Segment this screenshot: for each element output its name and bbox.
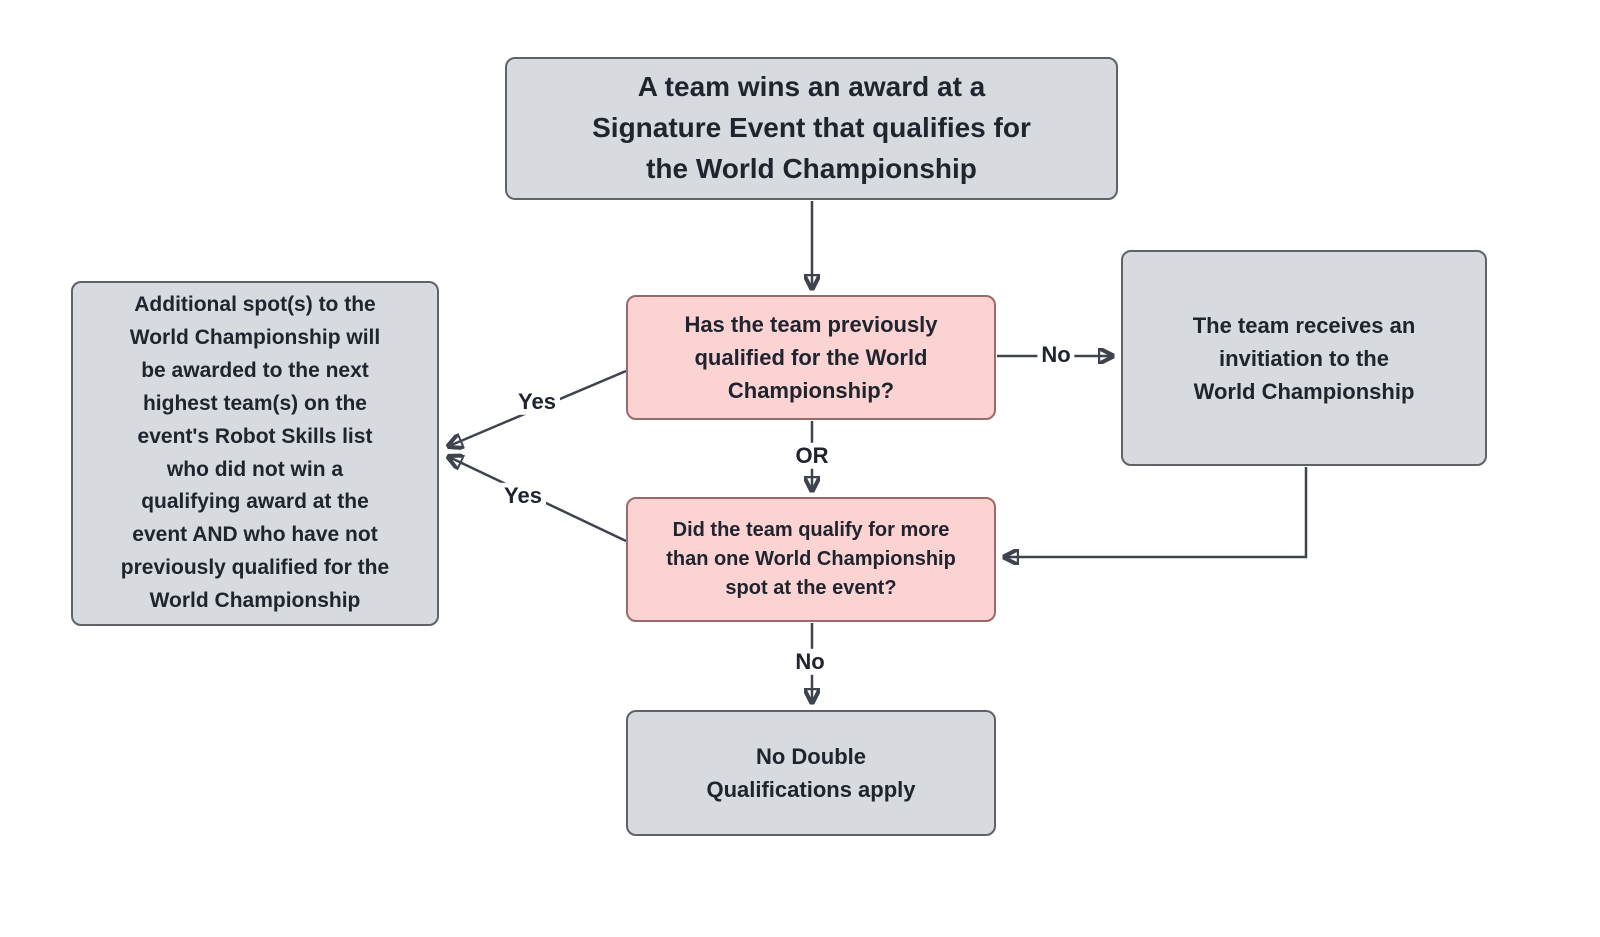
node-no-double-qualifications-text: No Double Qualifications apply [706, 744, 916, 802]
node-no-double-qualifications: No Double Qualifications apply [626, 710, 996, 836]
node-invitation-text: The team receives an invitiation to the … [1192, 312, 1416, 404]
node-question-previously-qualified: Has the team previously qualified for th… [626, 295, 996, 420]
edge-label-no-right: No [1037, 341, 1075, 369]
node-question-previously-qualified-text: Has the team previously qualified for th… [684, 312, 938, 403]
edge-invite-to-q2 [1005, 467, 1308, 557]
edge-label-yes-lower: Yes [500, 482, 546, 510]
node-additional-spots: Additional spot(s) to the World Champion… [71, 281, 439, 626]
edge-label-no-bottom: No [791, 648, 829, 676]
edge-label-or: OR [791, 442, 833, 470]
node-question-multiple-spots-text: Did the team qualify for more than one W… [666, 519, 956, 599]
node-award-start: A team wins an award at a Signature Even… [505, 57, 1118, 200]
edge-label-yes-upper: Yes [514, 388, 560, 416]
node-award-start-text: A team wins an award at a Signature Even… [592, 71, 1031, 184]
node-question-multiple-spots: Did the team qualify for more than one W… [626, 497, 996, 622]
node-additional-spots-text: Additional spot(s) to the World Champion… [120, 292, 390, 613]
node-invitation: The team receives an invitiation to the … [1121, 250, 1487, 466]
